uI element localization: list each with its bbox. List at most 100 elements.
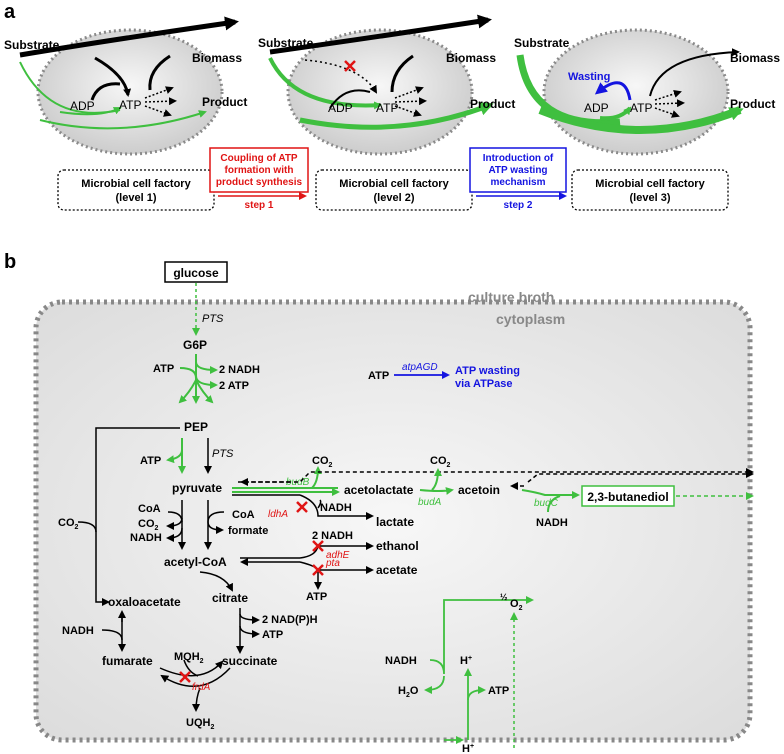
frdA-knockout-icon xyxy=(179,671,191,683)
product-arrow xyxy=(299,102,494,130)
atp-branch xyxy=(94,56,132,97)
ldhA-label: ldhA xyxy=(268,509,288,520)
hplus-bot-label: H+ xyxy=(462,743,474,754)
resp-electron-path xyxy=(429,596,534,675)
hplus-top-label: H+ xyxy=(460,655,472,667)
frdA-label: frdA xyxy=(192,682,211,693)
product-arrow xyxy=(39,110,207,130)
cell-level-2: Substrate Biomass ADP ATP Product xyxy=(258,14,515,156)
g6p-label: G6P xyxy=(183,338,207,352)
succinate-label: succinate xyxy=(222,654,278,668)
acetoin-label: acetoin xyxy=(458,483,500,497)
atp-in-label: ATP xyxy=(153,363,174,375)
atp-pep-arrow xyxy=(166,449,183,464)
formate-label: formate xyxy=(228,525,268,537)
ethanol-label: ethanol xyxy=(376,539,419,553)
level-box-line1: Microbial cell factory xyxy=(81,178,191,190)
atp-pep-label: ATP xyxy=(140,455,161,467)
atpagd-label: atpAGD xyxy=(402,362,438,373)
pep-label: PEP xyxy=(184,420,208,434)
adp-label: ADP xyxy=(584,101,609,115)
atp-resp-label: ATP xyxy=(488,685,509,697)
biomass-arrow xyxy=(19,16,239,58)
atp-use-1 xyxy=(654,90,682,101)
biomass-arrow xyxy=(649,48,740,97)
oxaloacetate-label: oxaloacetate xyxy=(108,595,181,609)
budA-label: budA xyxy=(418,497,442,508)
substrate-label: Substrate xyxy=(4,38,60,52)
adp-arc xyxy=(90,82,121,101)
wasting-label: Wasting xyxy=(568,71,610,83)
level-box-1: Microbial cell factory (level 1) xyxy=(57,169,215,211)
atp-use-1 xyxy=(394,86,424,99)
resp-water-arrow xyxy=(424,675,445,694)
cytoplasm-label: cytoplasm xyxy=(496,311,565,327)
pts-label-1: PTS xyxy=(202,313,224,325)
step-1: Coupling of ATP formation with product s… xyxy=(209,147,309,211)
substrate-label: Substrate xyxy=(514,36,570,50)
citrate-label: citrate xyxy=(212,591,248,605)
wasting-arrow xyxy=(594,81,632,101)
atp-wasting-atp: ATP xyxy=(368,370,389,382)
glycolysis-arrow-2 xyxy=(178,379,197,404)
uqh-arrow xyxy=(192,687,201,712)
butanediol-label: 2,3-butanediol xyxy=(587,490,668,504)
nadh-oaa-arrow xyxy=(101,629,123,641)
butanediol-box xyxy=(581,485,675,507)
coa-in-right xyxy=(207,511,225,523)
product-label: Product xyxy=(202,95,247,109)
step-2: Introduction of ATP wasting mechanism st… xyxy=(469,147,567,211)
atp-arc xyxy=(148,54,171,91)
half-label: ½ xyxy=(500,592,508,602)
blocked-dotted xyxy=(304,59,378,94)
budC-label: budC xyxy=(534,498,559,509)
panel-b-label: b xyxy=(4,251,16,273)
formate-out xyxy=(207,521,224,534)
cell-level-1: Substrate Biomass ADP ATP Product xyxy=(4,16,247,156)
level-box-2: Microbial cell factory (level 2) xyxy=(315,169,473,211)
co2-budA-arrow xyxy=(431,468,442,491)
co2-out-left xyxy=(166,517,183,530)
acetylcoa-label: acetyl-CoA xyxy=(164,555,227,569)
atp-label: ATP xyxy=(119,98,141,112)
atp2-label: 2 ATP xyxy=(219,380,249,392)
atp-use-3 xyxy=(654,107,680,118)
step2-line1: Introduction of xyxy=(483,153,554,164)
cell-level-3: Substrate Biomass Wasting ADP ATP Produc… xyxy=(514,28,780,156)
nadh-produce-arrow xyxy=(195,361,218,374)
budA-arrow xyxy=(419,487,454,495)
biomass-label: Biomass xyxy=(730,51,780,65)
budC-arrow xyxy=(521,489,580,499)
substrate-label: Substrate xyxy=(258,36,314,50)
glucose-label: glucose xyxy=(173,266,219,280)
level-box-3: Microbial cell factory (level 3) xyxy=(571,169,729,211)
adp-arc xyxy=(329,89,371,109)
atp-produce-arrow xyxy=(195,375,218,389)
co2-a-label: CO2 xyxy=(312,455,333,469)
pyruvate-label: pyruvate xyxy=(172,481,222,495)
uqh-label: UQH2 xyxy=(186,717,214,731)
pta-label: pta xyxy=(325,558,340,569)
knockout-cross-icon xyxy=(344,60,356,72)
biomass-arrow xyxy=(269,14,492,55)
glycolysis-arrow-3 xyxy=(195,379,214,404)
atp-tca-label: ATP xyxy=(262,629,283,641)
fumarate-label: fumarate xyxy=(102,654,153,668)
acetate-label: acetate xyxy=(376,563,418,577)
co2-left-label: CO2 xyxy=(58,517,79,531)
atp-use-1 xyxy=(144,86,174,99)
step1-label: step 1 xyxy=(245,200,274,211)
level-box-line1: Microbial cell factory xyxy=(595,178,705,190)
culture-broth-label: culture broth xyxy=(468,289,554,305)
adhE-label: adhE xyxy=(326,550,350,561)
product-label: Product xyxy=(470,97,515,111)
atp-arc xyxy=(390,54,414,93)
atp-use-3 xyxy=(394,105,422,117)
mqh-arrow xyxy=(183,659,199,677)
coa-left-label: CoA xyxy=(138,503,161,515)
atp-acetate-label: ATP xyxy=(306,591,327,603)
co2-b-label: CO2 xyxy=(430,455,451,469)
acetoin-export-arrow xyxy=(527,470,754,483)
nadh-out-left xyxy=(166,527,183,542)
nadh-pdh-label: NADH xyxy=(130,532,162,544)
